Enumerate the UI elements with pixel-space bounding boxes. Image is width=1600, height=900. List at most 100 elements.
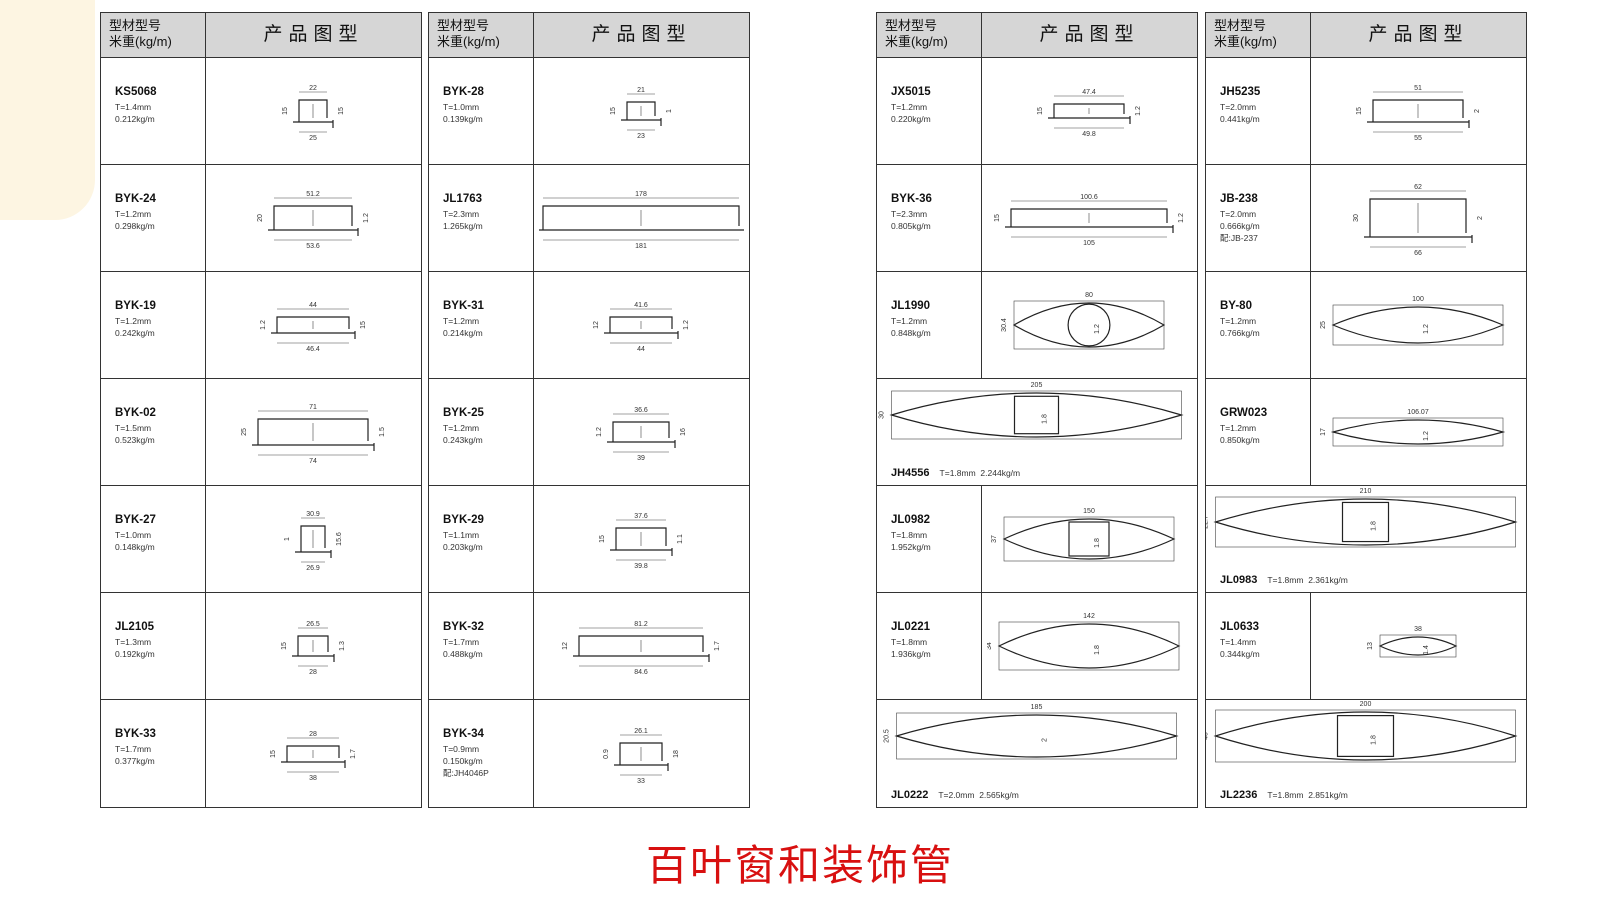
dimension-label: 1.2 <box>683 320 690 330</box>
profile-table-3: 型材型号米重(kg/m) 产品图型 JX5015 T=1.2mm 0.220kg… <box>876 12 1198 808</box>
profile-info: BYK-19 T=1.2mm 0.242kg/m <box>101 272 206 378</box>
dimension-label: 1 <box>284 537 291 541</box>
profile-model: BYK-25 <box>443 407 484 419</box>
table-row: JB-238 T=2.0mm 0.666kg/m 配:JB-237 62 66 … <box>1206 165 1526 272</box>
profile-drawing: 71 74 25 1.5 <box>241 404 386 465</box>
profile-thickness: T=1.2mm <box>891 316 928 326</box>
profile-model: JL0982 <box>891 514 931 526</box>
profile-info: JL0221 T=1.8mm 1.936kg/m <box>877 593 982 699</box>
dimension-label: 15 <box>338 107 345 115</box>
dimension-label: 30.9 <box>306 511 320 518</box>
dimension-label: 62 <box>1414 184 1422 191</box>
profile-figure: 51 55 15 2 <box>1311 58 1526 164</box>
dimension-label: 22 <box>309 85 317 92</box>
profile-info: JL1763 T=2.3mm 1.265kg/m <box>429 165 534 271</box>
profile-info: BYK-36 T=2.3mm 0.805kg/m <box>877 165 982 271</box>
dimension-label: 39 <box>637 455 645 462</box>
table-row: JL1763 T=2.3mm 1.265kg/m 178 181 18 2.3 <box>429 165 749 272</box>
profile-model: JL2236 <box>1220 789 1258 801</box>
profile-model: GRW023 <box>1220 407 1268 419</box>
profile-figure: 47.4 49.8 15 1.2 <box>982 58 1197 164</box>
profile-drawing: 41.6 44 12 1.2 <box>593 302 690 353</box>
profile-weight: 0.848kg/m <box>891 328 931 338</box>
profile-model: JL0222 <box>891 789 929 801</box>
dimension-label: 1.8 <box>1042 414 1049 424</box>
profile-weight: 0.148kg/m <box>115 542 155 552</box>
profile-figure: 44 46.4 1.2 15 <box>206 272 421 378</box>
profile-thickness: T=1.3mm <box>115 637 152 647</box>
profile-thickness: T=1.7mm <box>115 744 152 754</box>
profile-weight: 1.936kg/m <box>891 649 931 659</box>
profile-table-2: 型材型号米重(kg/m) 产品图型 BYK-28 T=1.0mm 0.139kg… <box>428 12 750 808</box>
profile-thickness: T=1.8mm <box>1267 790 1304 800</box>
profile-drawing: 44 46.4 1.2 15 <box>260 302 367 353</box>
profile-weight: 0.212kg/m <box>115 114 155 124</box>
dimension-label: 15.6 <box>336 532 343 546</box>
dimension-label: 51.2 <box>306 191 320 198</box>
dimension-label: 1.2 <box>1423 431 1430 441</box>
profile-weight: 0.805kg/m <box>891 221 931 231</box>
profile-pair: 配:JB-237 <box>1220 233 1258 243</box>
dimension-label: 38 <box>1414 626 1422 633</box>
dimension-label: 15 <box>270 750 277 758</box>
profile-model: BYK-33 <box>115 728 156 740</box>
dimension-label: 0.9 <box>603 749 610 759</box>
table-row: BYK-28 T=1.0mm 0.139kg/m 21 23 15 1 <box>429 58 749 165</box>
dimension-label: 2 <box>1477 216 1484 220</box>
dimension-label: 44 <box>637 346 645 353</box>
profile-weight: 2.244kg/m <box>980 468 1021 478</box>
profile-weight: 2.361kg/m <box>1308 575 1348 585</box>
profile-figure: 178 181 18 2.3 <box>534 165 749 271</box>
profile-model: JH5235 <box>1220 86 1261 98</box>
profile-model: BYK-32 <box>443 621 484 633</box>
profile-thickness: T=1.8mm <box>939 468 976 478</box>
dimension-label: 1.8 <box>1094 538 1101 548</box>
profile-figure: 36.6 39 1.2 16 <box>534 379 749 485</box>
dimension-label: 66 <box>1414 250 1422 257</box>
dimension-label: 81.2 <box>634 621 648 628</box>
table-row: JL2105 T=1.3mm 0.192kg/m 26.5 28 15 1.3 <box>101 593 421 700</box>
profile-drawing: 178 181 18 2.3 <box>539 191 744 250</box>
dimension-label: 26.5 <box>306 621 320 628</box>
profile-thickness: T=1.4mm <box>115 102 152 112</box>
profile-weight: 1.265kg/m <box>443 221 483 231</box>
dimension-label: 1.2 <box>1423 324 1430 334</box>
dimension-label: 47.4 <box>1082 89 1096 96</box>
profile-thickness: T=1.5mm <box>115 423 152 433</box>
dimension-label: 1.2 <box>260 320 267 330</box>
profile-model: JH4556 <box>891 467 930 479</box>
profile-info: JL0982 T=1.8mm 1.952kg/m <box>877 486 982 592</box>
dimension-label: 17 <box>1320 428 1327 436</box>
table-row: BYK-36 T=2.3mm 0.805kg/m 100.6 105 15 1.… <box>877 165 1197 272</box>
dimension-label: 210 <box>1360 488 1372 495</box>
dimension-label: 106.07 <box>1407 409 1429 416</box>
dimension-label: 15 <box>1356 107 1363 115</box>
dimension-label: 205 <box>1031 382 1043 389</box>
corner-decoration <box>0 0 95 220</box>
dimension-label: 55 <box>1414 135 1422 142</box>
dimension-label: 41.6 <box>634 302 648 309</box>
profile-info: JL0633 T=1.4mm 0.344kg/m <box>1206 593 1311 699</box>
profile-thickness: T=1.2mm <box>1220 316 1257 326</box>
dimension-label: 100.6 <box>1080 194 1098 201</box>
profile-thickness: T=1.2mm <box>1220 423 1257 433</box>
profile-drawing: 37.6 39.8 15 1.1 <box>599 513 684 570</box>
header-model-weight: 型材型号米重(kg/m) <box>877 13 982 57</box>
header-product-figure: 产品图型 <box>591 24 692 45</box>
profile-figure: 26.5 28 15 1.3 <box>206 593 421 699</box>
profile-model: BYK-02 <box>115 407 156 419</box>
profile-figure: 51.2 53.6 20 1.2 <box>206 165 421 271</box>
profile-model: BYK-27 <box>115 514 156 526</box>
